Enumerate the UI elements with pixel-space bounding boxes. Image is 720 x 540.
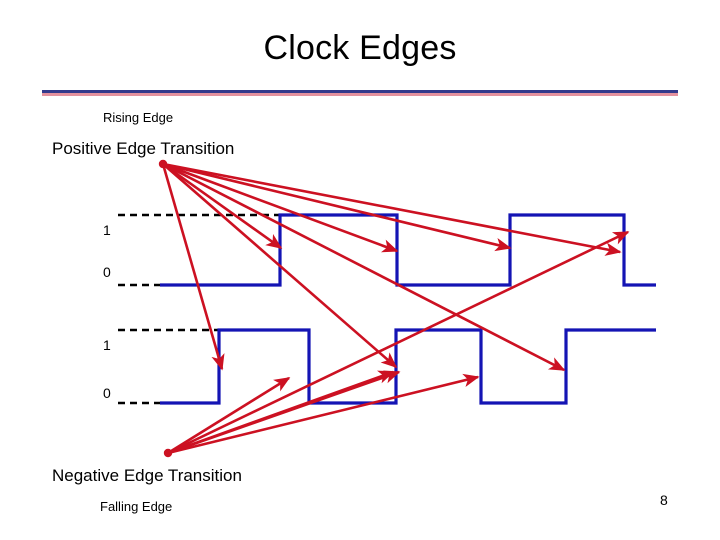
title-divider — [42, 90, 678, 96]
label-rising-edge: Rising Edge — [103, 110, 174, 125]
label-falling-edge: Falling Edge — [100, 499, 173, 514]
level-guide-lines — [118, 213, 283, 405]
title-divider-bottom-line — [42, 93, 678, 96]
arrow-origin-dots — [158, 159, 173, 458]
arrow-origin-positive-edge — [158, 159, 168, 169]
edge-pointer-arrows — [161, 162, 630, 455]
arrow-origin-negative-edge — [163, 448, 173, 458]
arrow-falling-edge-signal1-b — [167, 370, 401, 455]
title-divider-top-line — [42, 90, 678, 93]
arrow-rising-edge-signal2-a — [161, 163, 225, 371]
arrow-rising-edge-signal1-a — [162, 162, 283, 250]
waveform-bottom-level-high-label: 1 — [103, 337, 111, 353]
waveform-top-level-high-label: 1 — [103, 222, 111, 238]
arrow-falling-edge-signal2-a — [167, 376, 291, 455]
label-negative-edge-transition: Negative Edge Transition — [52, 466, 242, 485]
waveform-paths — [160, 213, 656, 405]
arrow-rising-edge-signal1-c — [162, 162, 512, 252]
arrow-rising-edge-signal1-b — [162, 162, 399, 253]
clock-waveform-bottom — [160, 328, 656, 405]
waveform-top-level-low-label: 0 — [103, 264, 111, 280]
arrow-falling-edge-signal2-c — [167, 373, 480, 455]
clock-waveform-top — [160, 213, 656, 287]
label-positive-edge-transition: Positive Edge Transition — [52, 139, 235, 158]
waveform-bottom-level-low-label: 0 — [103, 385, 111, 401]
arrow-rising-edge-signal1-d — [162, 162, 622, 256]
page-title: Clock Edges — [263, 29, 457, 67]
page-number: 8 — [660, 492, 668, 508]
arrow-falling-edge-signal1-a — [167, 230, 630, 455]
arrow-falling-edge-signal2-b — [162, 163, 398, 369]
arrow-rising-edge-signal2-c — [162, 162, 566, 372]
